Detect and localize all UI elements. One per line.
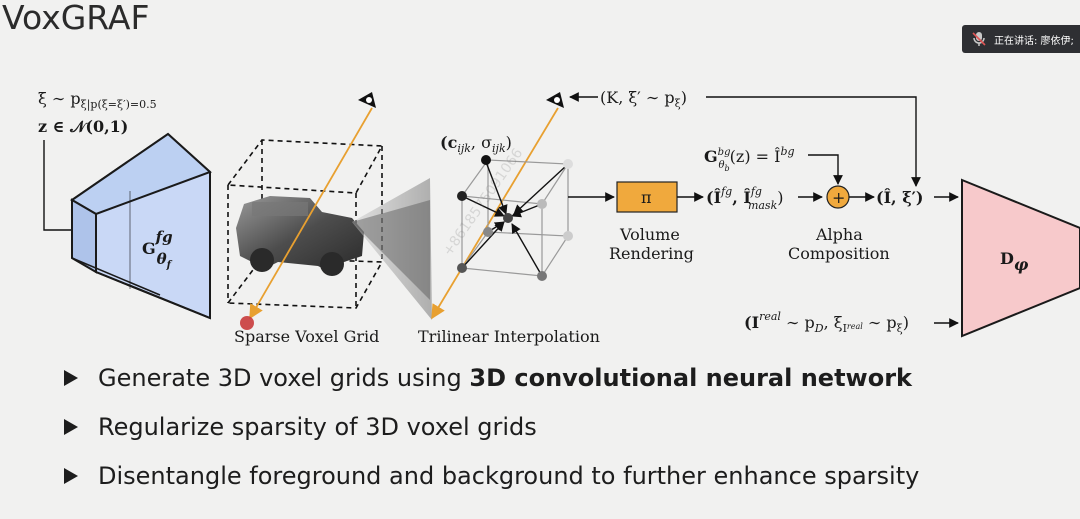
z-prior-label: z ∈ 𝒩(0,1) (38, 117, 128, 136)
bullet-text: Regularize sparsity of 3D voxel grids (98, 412, 537, 441)
sparse-voxel-grid-label: Sparse Voxel Grid (234, 327, 379, 346)
lattice-nodes (457, 155, 573, 281)
camera-eye-icon-2 (546, 92, 564, 108)
alpha-composition-label-2: Composition (788, 244, 890, 263)
slide-title: VoxGRAF (2, 0, 150, 37)
camera-to-output-arrow (706, 96, 921, 187)
zoom-cone (352, 178, 432, 320)
lattice-arrows (461, 161, 567, 277)
bullet-bold-text: 3D convolutional neural network (469, 363, 913, 392)
bullet-item: Generate 3D voxel grids using 3D convolu… (62, 353, 919, 402)
microphone-icon (972, 32, 986, 46)
camera-ray-1 (249, 107, 373, 320)
bullet-item: Disentangle foreground and background to… (62, 451, 919, 500)
bullet-triangle-icon (64, 467, 78, 484)
discriminator-label: Dφ (1000, 249, 1029, 274)
bullet-item: Regularize sparsity of 3D voxel grids (62, 402, 919, 451)
volume-rendering-label-2: Rendering (609, 244, 694, 263)
bullet-text: Generate 3D voxel grids using (98, 363, 470, 392)
volume-render-box (616, 181, 678, 213)
voxel-car-image (236, 196, 364, 276)
bullet-triangle-icon (64, 369, 78, 386)
bullet-list: Generate 3D voxel grids using 3D convolu… (62, 353, 919, 500)
discriminator-block (961, 178, 1080, 338)
composite-output-label: (Î, ξ′) (876, 187, 923, 207)
bullet-triangle-icon (64, 418, 78, 435)
xi-prior-label: ξ ∼ pξ|p(ξ=ξ′)=0.5 (38, 89, 157, 112)
cell-params-label: (cijk, σijk) (440, 133, 512, 155)
volume-rendering-label-1: Volume (619, 225, 680, 244)
trilinear-interpolation-label: Trilinear Interpolation (418, 327, 600, 346)
speaker-text: 正在讲话: 廖依伊; (994, 35, 1074, 47)
camera-params-label: (K, ξ′ ∼ pξ) (600, 88, 687, 110)
alpha-composition-label-1: Alpha (815, 225, 863, 244)
pi-label: π (641, 188, 652, 207)
bullet-text: Disentangle foreground and background to… (98, 461, 920, 490)
laser-pointer-dot (240, 316, 254, 330)
foreground-generator-block (70, 132, 212, 320)
real-image-input-label: (Ireal ∼ pD, ξIreal ∼ pξ) (744, 310, 909, 335)
speaker-badge: 正在讲话: 廖依伊; (962, 25, 1080, 53)
plus-label: + (832, 188, 845, 207)
camera-eye-icon (358, 92, 376, 108)
